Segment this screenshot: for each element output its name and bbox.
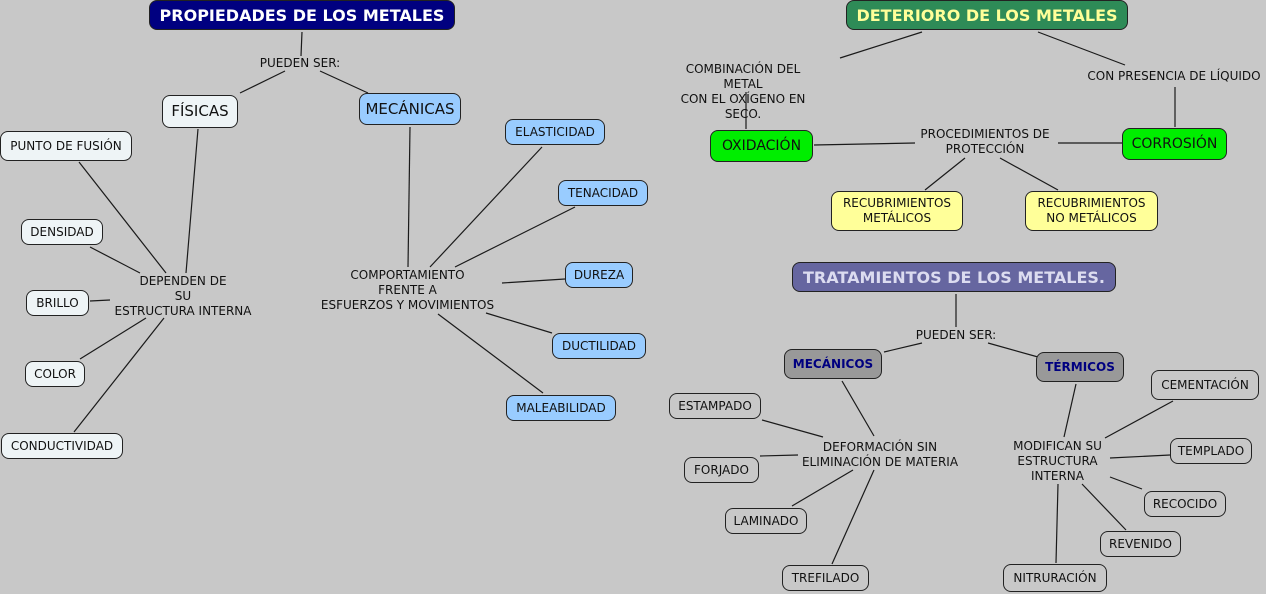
connector-line [839, 31, 923, 59]
connector-line [73, 317, 165, 433]
connector-line [485, 312, 553, 334]
connector-line [407, 126, 411, 268]
comportamiento-label: COMPORTAMIENTO FRENTE A ESFUERZOS Y MOVI… [320, 268, 495, 312]
mecanico-item-laminado[interactable]: LAMINADO [725, 508, 807, 534]
connector-line [1109, 476, 1143, 490]
mecanica-item-ductilidad[interactable]: DUCTILIDAD [552, 333, 646, 359]
connector-line [454, 206, 576, 268]
connector-line [1109, 454, 1171, 459]
connector-line [813, 142, 916, 146]
connector-line [1037, 31, 1126, 66]
connector-line [300, 31, 303, 57]
termico-item-revenido[interactable]: REVENIDO [1100, 531, 1181, 557]
connector-line [1063, 383, 1077, 438]
connector-line [239, 70, 286, 94]
oxidacion-node[interactable]: OXIDACIÓN [710, 130, 813, 162]
fisica-item-conductividad[interactable]: CONDUCTIVIDAD [1, 433, 123, 459]
deterioro-title[interactable]: DETERIORO DE LOS METALES [846, 0, 1128, 30]
connector-line [79, 317, 147, 360]
mecanicos-node[interactable]: MECÁNICOS [784, 349, 882, 379]
tratamientos-pueden-ser-label: PUEDEN SER: [915, 328, 997, 342]
mecanico-item-trefilado[interactable]: TREFILADO [782, 565, 869, 591]
connector-line [89, 246, 141, 274]
connector-line [791, 469, 854, 507]
corrosion-node[interactable]: CORROSIÓN [1122, 128, 1227, 160]
recubrimientos-no-metalicos-node[interactable]: RECUBRIMIENTOS NO METÁLICOS [1025, 191, 1158, 231]
fisica-item-punto-fusion[interactable]: PUNTO DE FUSIÓN [0, 131, 132, 161]
termico-item-cementacion[interactable]: CEMENTACIÓN [1151, 370, 1259, 400]
mecanica-item-dureza[interactable]: DUREZA [565, 262, 633, 288]
mecanico-item-forjado[interactable]: FORJADO [684, 457, 759, 483]
combinacion-label: COMBINACIÓN DEL METAL CON EL OXÍGENO EN … [680, 62, 806, 121]
recubrimientos-metalicos-node[interactable]: RECUBRIMIENTOS METÁLICOS [831, 191, 963, 231]
propiedades-title[interactable]: PROPIEDADES DE LOS METALES [149, 0, 455, 30]
mecanica-item-tenacidad[interactable]: TENACIDAD [558, 180, 648, 206]
mecanica-item-elasticidad[interactable]: ELASTICIDAD [505, 119, 605, 145]
fisica-item-color[interactable]: COLOR [25, 361, 85, 387]
procedimientos-label: PROCEDIMIENTOS DE PROTECCIÓN [920, 127, 1050, 156]
fisica-item-densidad[interactable]: DENSIDAD [21, 219, 103, 245]
termico-item-templado[interactable]: TEMPLADO [1170, 438, 1252, 464]
connector-line [429, 146, 543, 268]
connector-line [759, 454, 799, 457]
connector-line [89, 299, 111, 302]
connector-line [1081, 483, 1127, 531]
deformacion-label: DEFORMACIÓN SIN ELIMINACIÓN DE MATERIA [801, 440, 959, 469]
connector-line [987, 342, 1039, 358]
dependen-estructura-label: DEPENDEN DE SU ESTRUCTURA INTERNA [114, 274, 252, 318]
fisica-item-brillo[interactable]: BRILLO [26, 290, 89, 316]
connector-line [831, 469, 875, 565]
connector-line [883, 342, 923, 353]
connector-line [924, 157, 966, 191]
termicos-node[interactable]: TÉRMICOS [1036, 352, 1124, 382]
connector-line [78, 161, 167, 274]
connector-line [319, 70, 369, 94]
connector-line [1055, 483, 1059, 564]
termico-item-nitruracion[interactable]: NITRURACIÓN [1003, 564, 1107, 592]
tratamientos-title[interactable]: TRATAMIENTOS DE LOS METALES. [792, 262, 1116, 292]
connector-line [1104, 400, 1174, 439]
liquido-label: CON PRESENCIA DE LÍQUIDO [1087, 69, 1261, 83]
connector-line [437, 313, 544, 394]
modifican-label: MODIFICAN SU ESTRUCTURA INTERNA [1013, 439, 1102, 483]
connector-line [761, 419, 824, 438]
termico-item-recocido[interactable]: RECOCIDO [1144, 491, 1226, 517]
connector-line [185, 128, 199, 274]
mecanica-item-maleabilidad[interactable]: MALEABILIDAD [506, 395, 616, 421]
connector-line [841, 380, 875, 437]
fisicas-node[interactable]: FÍSICAS [162, 95, 238, 128]
connector-line [501, 278, 566, 284]
mecanico-item-estampado[interactable]: ESTAMPADO [669, 393, 761, 419]
mecanicas-node[interactable]: MECÁNICAS [359, 93, 461, 125]
connector-line [999, 157, 1059, 191]
propiedades-pueden-ser-label: PUEDEN SER: [259, 56, 341, 70]
